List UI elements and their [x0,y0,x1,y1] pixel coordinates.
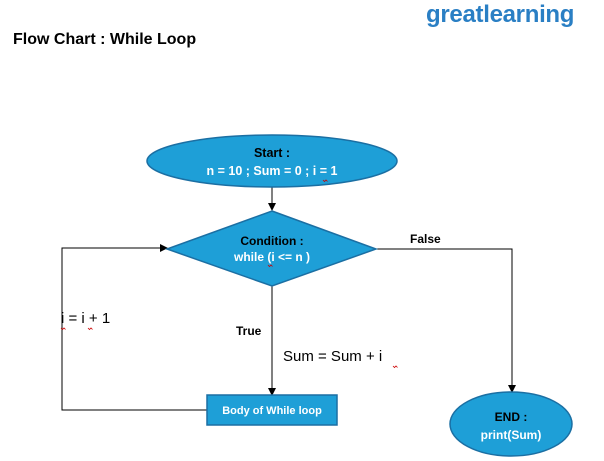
body-node [206,394,338,426]
spellcheck-squiggle-i-left [60,327,66,331]
spellcheck-squiggle-i-condition [267,264,273,268]
end-node-output: print(Sum) [481,428,542,442]
start-node-init: n = 10 ; Sum = 0 ; i = 1 [207,164,338,178]
end-node-label: END : [495,410,528,424]
edge-body-loop-back [61,244,207,411]
condition-node-label: Condition : [240,234,303,248]
spellcheck-squiggle-i-right [87,327,93,331]
condition-node-expression: while (i <= n ) [233,250,310,264]
logo-part-learning: learning [483,1,575,28]
i-update-label: i = i + 1 [61,310,110,327]
condition-node [164,210,379,287]
true-label: True [236,324,262,338]
false-label: False [410,232,441,246]
page-title: Flow Chart : While Loop [13,31,197,48]
sum-update-label: Sum = Sum + i [283,348,382,365]
spellcheck-squiggle-i-init [322,179,328,183]
start-node-label: Start : [254,146,290,160]
end-node [449,391,573,457]
spellcheck-squiggle-i-sum [392,365,398,369]
edge-condition-false-to-end [376,248,516,393]
start-node [146,134,398,188]
body-node-label: Body of While loop [222,405,322,417]
logo-part-great: great [426,1,484,28]
greatlearning-logo: greatlearning [426,1,574,29]
